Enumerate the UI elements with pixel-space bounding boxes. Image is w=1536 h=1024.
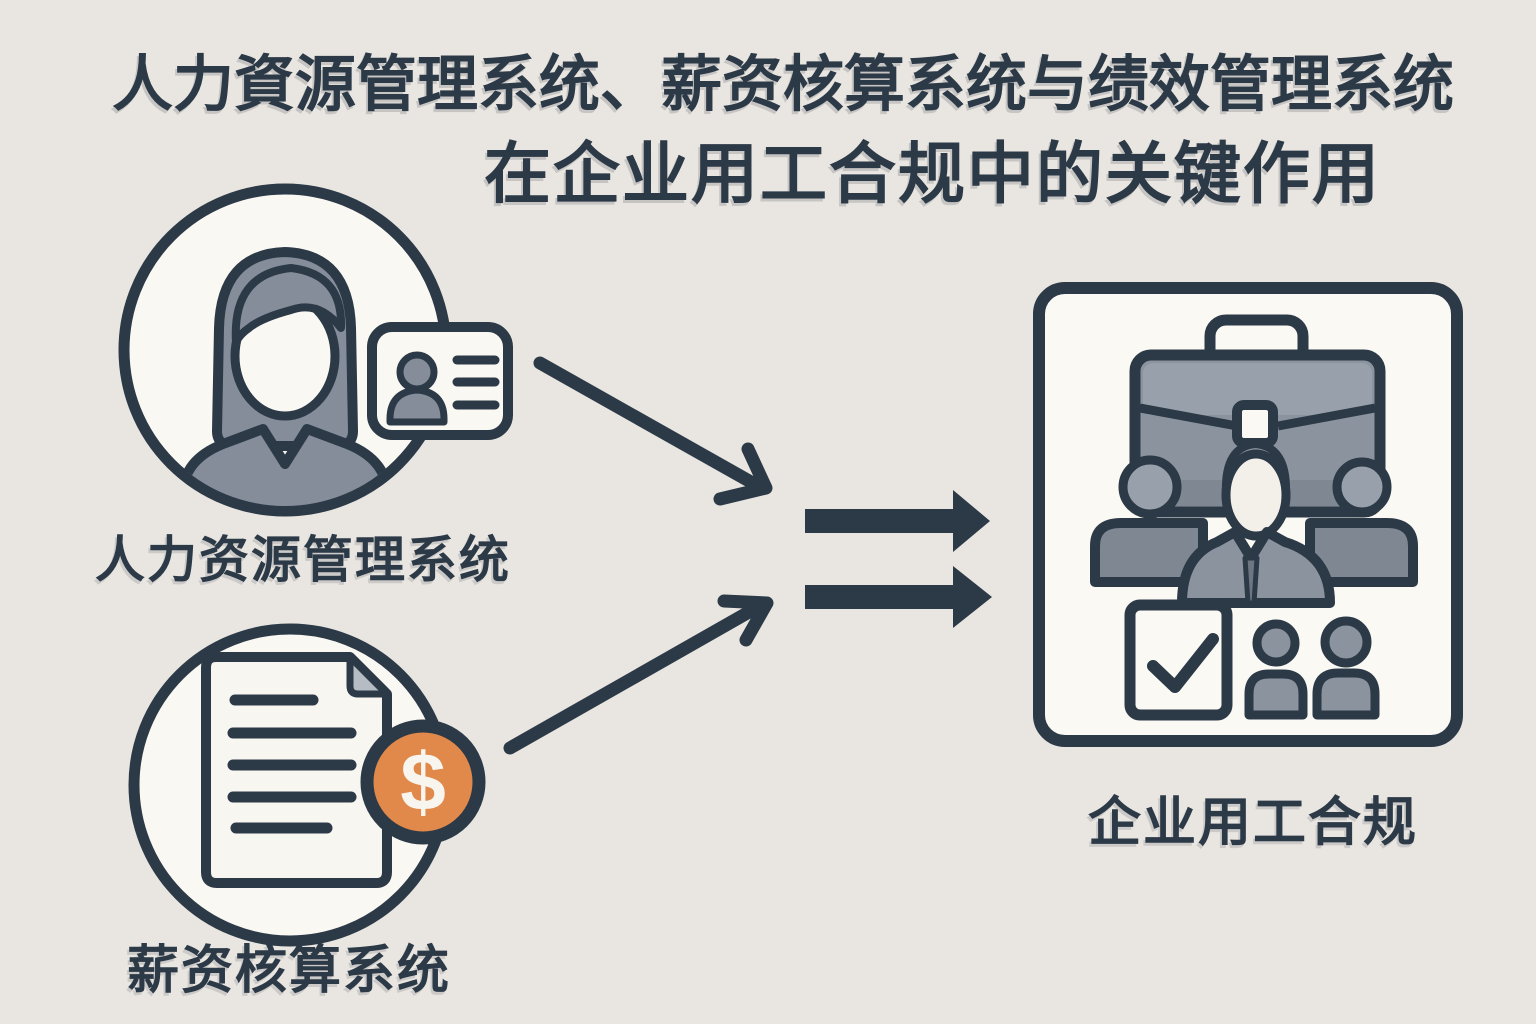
woman-with-id-card-icon (118, 183, 513, 517)
arrow-payroll-to-center-icon (503, 594, 774, 755)
dollar-symbol: $ (400, 737, 446, 828)
briefcase-team-checklist-icon (1090, 314, 1418, 721)
payroll-system-label: 薪资核算系统 (127, 942, 452, 1000)
double-arrow-top-icon (805, 490, 990, 552)
hr-system-label: 人力资源管理系统 (95, 532, 511, 588)
payroll-document-icon: $ (128, 623, 486, 947)
double-arrow-bottom-icon (805, 566, 992, 628)
id-card-icon (367, 322, 513, 440)
dollar-badge-icon: $ (360, 719, 486, 845)
employees-pair-icon (1244, 616, 1380, 720)
compliance-label: 企业用工合规 (1088, 793, 1418, 852)
compliance-panel (1033, 282, 1463, 747)
title-line-1: 人力資源管理系统、薪资核算系统与绩效管理系统 (112, 50, 1455, 118)
checklist-icon (1124, 599, 1233, 721)
arrow-hr-to-center-icon (533, 356, 773, 506)
document-icon (201, 652, 392, 888)
title-line-2: 在企业用工合规中的关键作用 (484, 137, 1381, 212)
team-icon (1090, 440, 1418, 608)
